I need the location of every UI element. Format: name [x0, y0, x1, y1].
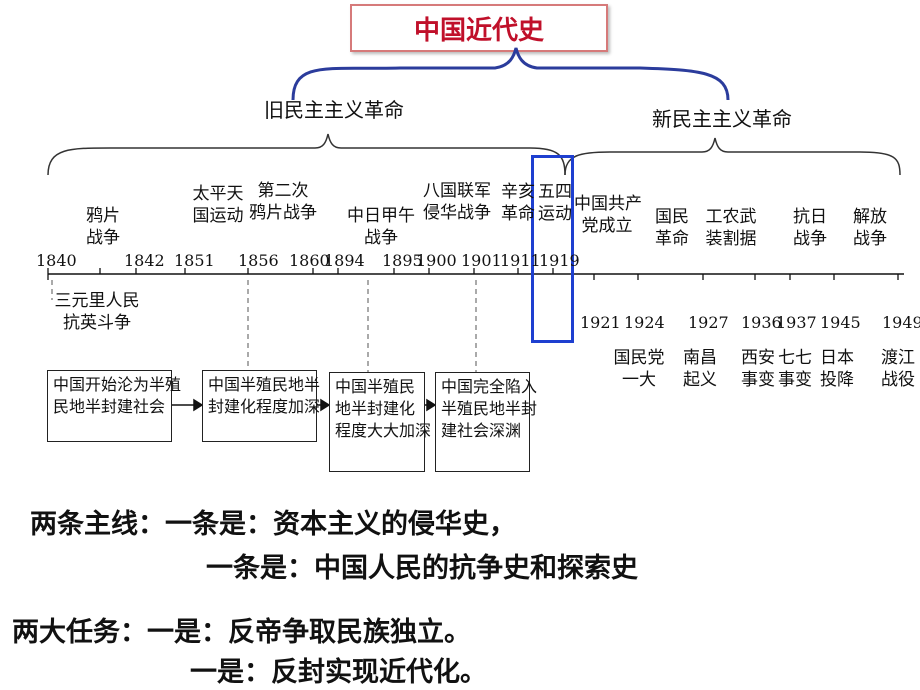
year-1840: 1840	[36, 251, 77, 270]
event-sino-japanese-war: 中日甲午 战争	[347, 206, 415, 248]
event-cpc-founded: 中国共产 党成立	[574, 194, 642, 236]
old-era-brace	[47, 133, 566, 176]
year-1911: 1911	[500, 251, 541, 270]
event-nanchang-uprising: 南昌 起义	[683, 348, 717, 390]
tasks-item-1: 一是：反帝争取民族独立。	[147, 617, 471, 648]
year-1856: 1856	[238, 251, 279, 270]
year-1927: 1927	[688, 313, 729, 332]
stage-box-3: 中国半殖民 地半封建化 程度大大加深	[329, 372, 431, 472]
event-anti-japanese-war: 抗日 战争	[793, 207, 827, 249]
page-title: 中国近代史	[350, 4, 608, 52]
tasks-item-2: 一是：反封实现近代化。	[190, 657, 487, 688]
year-1919: 1919	[539, 251, 580, 270]
event-opium-war: 鸦片 战争	[86, 206, 120, 248]
main-lines-item-2: 一条是：中国人民的抗争史和探索史	[206, 553, 638, 584]
tasks-row-1: 两大任务：一是：反帝争取民族独立。	[12, 610, 471, 649]
year-1937: 1937	[776, 313, 817, 332]
event-xinhai: 辛亥 革命	[501, 182, 535, 224]
event-liberation-war: 解放 战争	[853, 207, 887, 249]
event-kmt-first-congress: 国民党 一大	[613, 348, 665, 390]
event-xian-incident: 西安 事变	[741, 348, 775, 390]
era-old-democratic: 旧民主主义革命	[264, 98, 404, 122]
event-sanyuanli: 三元里人民 抗英斗争	[54, 291, 140, 333]
year-1842: 1842	[124, 251, 165, 270]
event-national-revolution: 国民 革命	[655, 207, 689, 249]
main-lines-item-1: 一条是：资本主义的侵华史，	[165, 509, 516, 540]
tasks-label: 两大任务：	[12, 617, 147, 648]
event-marco-polo-bridge: 七七 事变	[778, 348, 812, 390]
year-1860: 1860	[289, 251, 330, 270]
title-brace	[291, 47, 730, 101]
axis-ticks	[47, 268, 899, 280]
year-1851: 1851	[174, 251, 215, 270]
dashed-connectors	[51, 280, 477, 372]
year-1895: 1895	[382, 251, 423, 270]
main-lines-row-1: 两条主线：一条是：资本主义的侵华史，	[30, 502, 516, 541]
new-era-brace	[564, 137, 901, 176]
year-1921: 1921	[580, 313, 621, 332]
year-1900: 1900	[416, 251, 457, 270]
event-second-opium-war: 第二次 鸦片战争	[249, 181, 317, 223]
event-yangtze-crossing: 渡江 战役	[881, 348, 915, 390]
stage-box-1: 中国开始沦为半殖 民地半封建社会	[47, 370, 181, 442]
main-lines-label: 两条主线：	[30, 509, 165, 540]
year-1901: 1901	[461, 251, 502, 270]
year-1936: 1936	[741, 313, 782, 332]
stage-box-2: 中国半殖民地半 封建化程度加深	[202, 370, 320, 442]
year-1945: 1945	[820, 313, 861, 332]
era-new-democratic: 新民主主义革命	[652, 107, 792, 131]
may-fourth-highlight-box	[531, 155, 574, 343]
box-arrows	[172, 398, 437, 412]
event-armed-separatism: 工农武 装割据	[705, 207, 757, 249]
event-eight-nation: 八国联军 侵华战争	[423, 181, 491, 223]
year-1894: 1894	[324, 251, 365, 270]
event-taiping: 太平天 国运动	[192, 184, 244, 226]
event-japan-surrender: 日本 投降	[820, 348, 854, 390]
year-1949: 1949	[882, 313, 920, 332]
stage-box-4: 中国完全陷入 半殖民地半封 建社会深渊	[435, 372, 537, 472]
year-1924: 1924	[624, 313, 665, 332]
event-may-fourth: 五四 运动	[538, 182, 572, 224]
